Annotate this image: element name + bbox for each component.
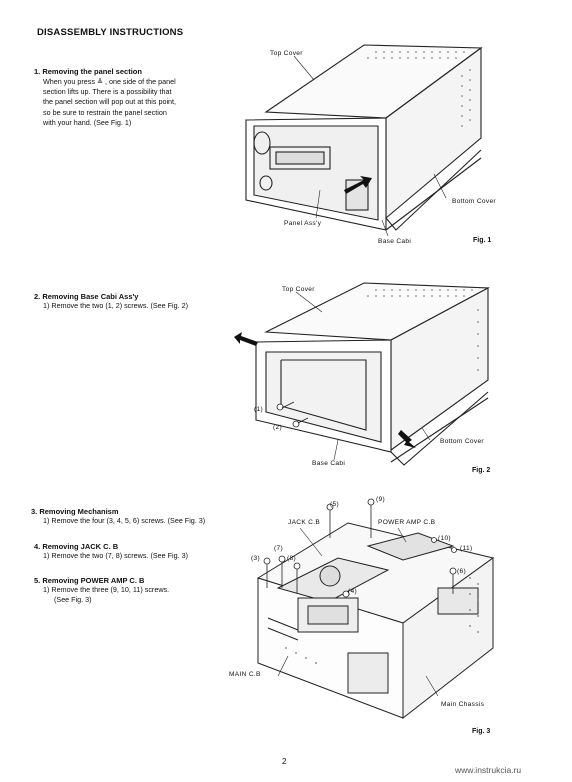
section-heading: 4. Removing JACK C. B bbox=[34, 542, 119, 551]
section-heading: 1. Removing the panel section bbox=[34, 67, 142, 76]
text-line: 1) Remove the two (7, 8) screws. (See Fi… bbox=[43, 551, 188, 560]
text-line: (See Fig. 3) bbox=[54, 595, 92, 605]
section-heading: 2. Removing Base Cabi Ass'y bbox=[34, 292, 139, 301]
section-body: 1) Remove the two (1, 2) screws. (See Fi… bbox=[43, 301, 234, 311]
page-title: DISASSEMBLY INSTRUCTIONS bbox=[37, 27, 184, 38]
label-bottom-cover: Bottom Cover bbox=[440, 438, 484, 445]
label-screw-1: (1) bbox=[254, 406, 263, 413]
text-line: section lifts up. There is a possibility… bbox=[43, 87, 172, 97]
label-base-cabi: Base Cabi bbox=[312, 460, 346, 467]
label-screw-7: (7) bbox=[274, 545, 283, 552]
section-body: 1) Remove the four (3, 4, 5, 6) screws. … bbox=[43, 516, 241, 526]
figure-3-caption: Fig. 3 bbox=[472, 728, 491, 735]
text-line: 1) Remove the two (1, 2) screws. (See Fi… bbox=[43, 301, 188, 310]
label-bottom-cover: Bottom Cover bbox=[452, 198, 496, 205]
page-number: 2 bbox=[282, 757, 287, 766]
label-base-cabi: Base Cabi bbox=[378, 238, 412, 245]
label-main-chassis: Main Chassis bbox=[441, 701, 485, 708]
figure-1-unit-illustration bbox=[245, 44, 483, 237]
text-line: 1) Remove the four (3, 4, 5, 6) screws. … bbox=[43, 516, 206, 525]
label-screw-2: (2) bbox=[273, 424, 282, 431]
text-line: with your hand. (See Fig. 1) bbox=[43, 117, 132, 127]
label-main-cb: MAIN C.B bbox=[229, 671, 261, 678]
watermark: www.instrukcia.ru bbox=[455, 765, 522, 775]
text-line: When you press ≜ , one side of the panel bbox=[43, 77, 176, 86]
label-screw-3: (3) bbox=[251, 555, 260, 562]
section-heading: 3. Removing Mechanism bbox=[31, 507, 119, 516]
figure-1-caption: Fig. 1 bbox=[473, 237, 492, 244]
figure-3-chassis-illustration bbox=[256, 498, 495, 720]
label-screw-9: (9) bbox=[376, 496, 385, 503]
label-screw-4: (4) bbox=[348, 588, 357, 595]
section-panel-removal: 1. Removing the panel section When you p… bbox=[34, 67, 224, 128]
section-base-cabi-removal: 2. Removing Base Cabi Ass'y 1) Remove th… bbox=[34, 292, 234, 311]
label-panel-assy: Panel Ass'y bbox=[284, 220, 322, 227]
section-heading: 5. Removing POWER AMP C. B bbox=[34, 576, 145, 585]
section-jack-cb-removal: 4. Removing JACK C. B 1) Remove the two … bbox=[34, 542, 234, 561]
text-line: 1) Remove the three (9, 10, 11) screws. bbox=[43, 585, 170, 594]
figure-2-unit-illustration bbox=[234, 282, 491, 466]
section-body: 1) Remove the three (9, 10, 11) screws. … bbox=[43, 585, 234, 605]
label-power-amp-cb: POWER AMP C.B bbox=[378, 519, 436, 526]
label-screw-5: (5) bbox=[330, 501, 339, 508]
figure-2-caption: Fig. 2 bbox=[472, 467, 491, 474]
section-body: When you press ≜ , one side of the panel… bbox=[43, 77, 224, 128]
label-screw-8: (8) bbox=[287, 555, 296, 562]
section-power-amp-removal: 5. Removing POWER AMP C. B 1) Remove the… bbox=[34, 576, 234, 605]
section-mechanism-removal: 3. Removing Mechanism 1) Remove the four… bbox=[31, 507, 241, 526]
label-top-cover: Top Cover bbox=[282, 286, 315, 293]
section-body: 1) Remove the two (7, 8) screws. (See Fi… bbox=[43, 551, 234, 561]
text-line: so be sure to restrain the panel section bbox=[43, 107, 167, 117]
label-jack-cb: JACK C.B bbox=[288, 519, 321, 526]
label-screw-10: (10) bbox=[438, 535, 451, 542]
label-screw-11: (11) bbox=[460, 545, 473, 552]
label-top-cover: Top Cover bbox=[270, 50, 303, 57]
label-screw-6: (6) bbox=[457, 568, 466, 575]
text-line: the panel section will pop out at this p… bbox=[43, 97, 177, 107]
